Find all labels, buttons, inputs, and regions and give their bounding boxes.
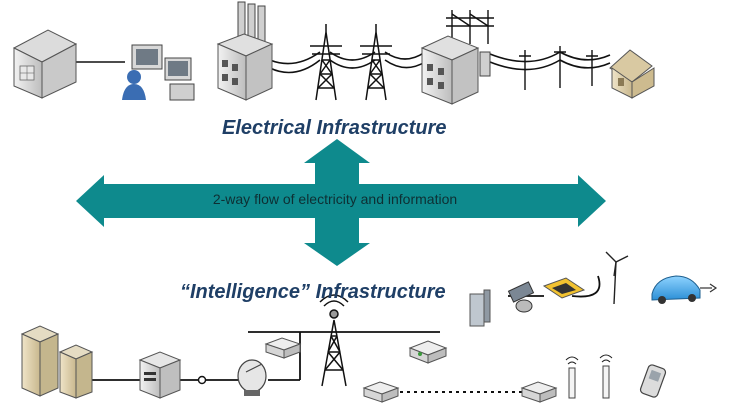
server-icon <box>20 325 94 399</box>
substation-icon <box>420 10 494 105</box>
phone-icon <box>639 364 667 398</box>
satellite-dish-icon <box>237 359 267 396</box>
electrical-infrastructure-title: Electrical Infrastructure <box>222 117 447 139</box>
router-icon <box>520 381 558 403</box>
power-plant-icon <box>216 1 274 101</box>
router-icon <box>362 381 400 403</box>
house-icon <box>12 29 78 99</box>
two-way-flow-arrow <box>76 139 606 266</box>
distribution-pole-icon <box>519 46 598 90</box>
cell-tower-icon <box>319 294 349 387</box>
flow-arrow-label: 2-way flow of electricity and informatio… <box>212 191 458 207</box>
antenna-icon <box>565 356 579 399</box>
electric-car-icon <box>651 275 718 304</box>
operator-workstation-icon <box>122 44 195 101</box>
gateway-icon <box>469 289 491 327</box>
router-icon <box>264 337 302 359</box>
wind-turbine-icon <box>605 251 629 305</box>
switch-icon <box>138 351 182 399</box>
transmission-tower-icon <box>310 24 342 101</box>
antenna-icon <box>599 354 613 399</box>
transmission-tower-icon <box>360 24 392 101</box>
home-icon <box>609 49 655 99</box>
router-icon <box>408 340 448 364</box>
battery-icon <box>542 277 586 299</box>
intelligence-infrastructure-title: “Intelligence” Infrastructure <box>180 281 446 303</box>
satellite-icon <box>507 281 535 313</box>
